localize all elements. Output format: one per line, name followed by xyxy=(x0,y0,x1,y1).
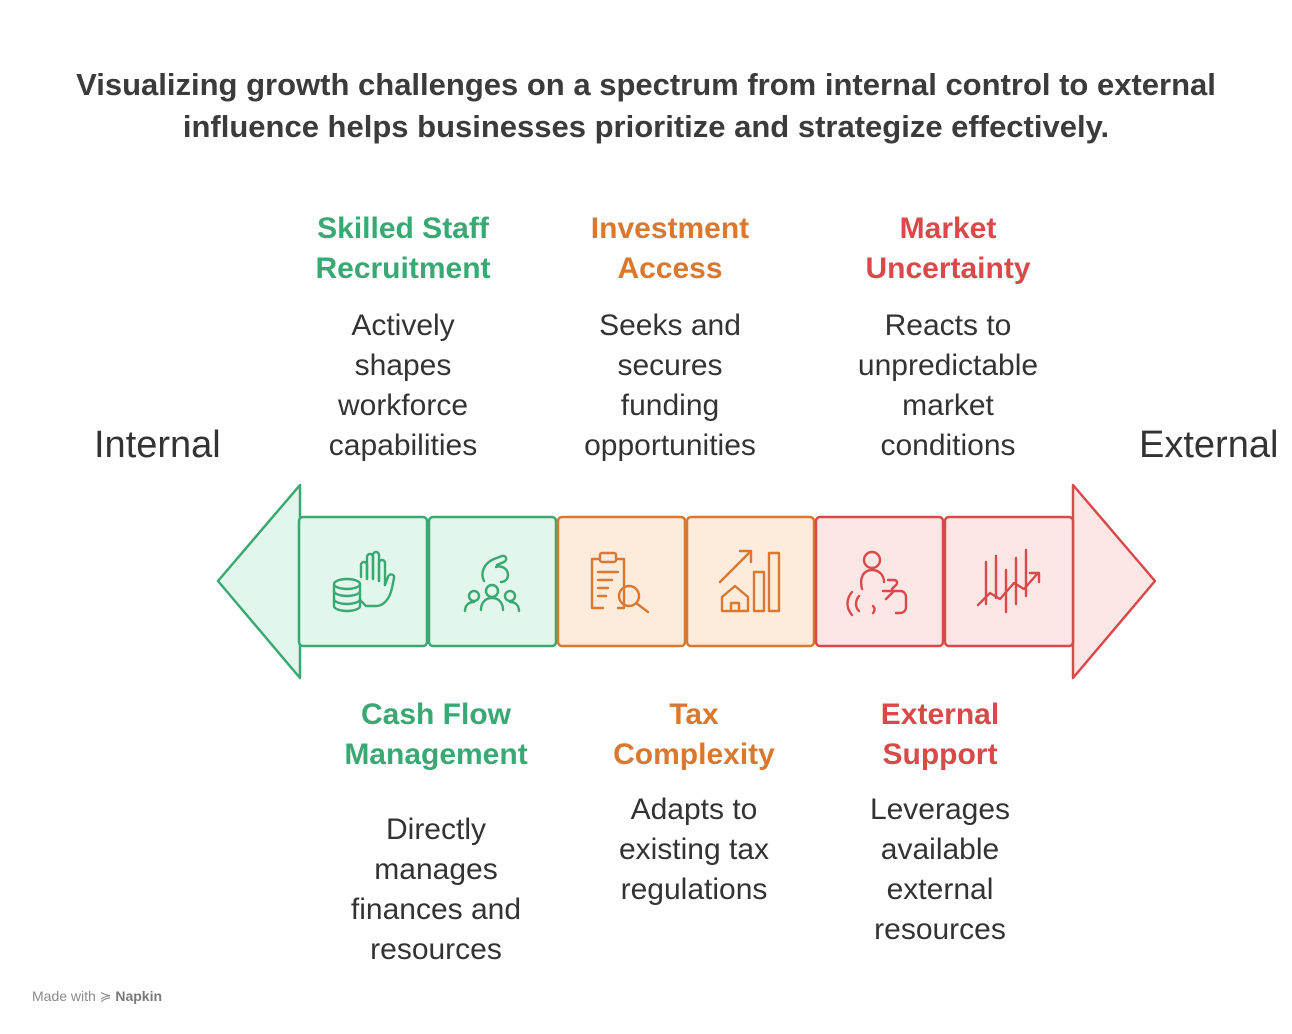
document-search-icon xyxy=(590,551,650,614)
heading-line: Investment xyxy=(590,212,750,245)
segment-5 xyxy=(814,515,945,648)
right-arrowhead xyxy=(1071,483,1157,680)
description-line: existing tax xyxy=(618,833,770,866)
title-line-2: influence helps businesses prioritize an… xyxy=(182,109,1110,144)
left-arrowhead xyxy=(216,483,302,680)
heading-line: Support xyxy=(882,738,998,771)
description-line: secures xyxy=(617,349,723,382)
item-external-support: External Support Leverages available ext… xyxy=(810,695,1070,950)
heading-line: Access xyxy=(617,252,723,285)
item-heading: Market Uncertainty xyxy=(818,209,1078,289)
segment-1 xyxy=(297,515,429,648)
item-tax-complexity: Tax Complexity Adapts to existing tax re… xyxy=(564,695,824,910)
heading-line: Cash Flow xyxy=(360,698,511,731)
coins-hand-icon xyxy=(332,550,396,613)
heading-line: Market xyxy=(899,212,997,245)
item-market-uncertainty: Market Uncertainty Reacts to unpredictab… xyxy=(818,209,1078,466)
volatile-chart-icon xyxy=(976,548,1041,614)
description-line: resources xyxy=(874,913,1006,946)
footer-credit: Made with ≽ Napkin xyxy=(32,988,162,1005)
item-description: Seeks and secures funding opportunities xyxy=(540,306,800,466)
item-description: Reacts to unpredictable market condition… xyxy=(818,306,1078,466)
footer-prefix: Made with xyxy=(32,988,96,1004)
description-line: Leverages xyxy=(869,793,1011,826)
axis-label-internal: Internal xyxy=(94,424,221,466)
heading-line: Uncertainty xyxy=(865,252,1031,285)
description-line: manages xyxy=(374,853,498,886)
description-line: Reacts to xyxy=(884,309,1012,342)
heading-line: External xyxy=(880,698,1000,731)
segment-3 xyxy=(556,515,687,648)
description-line: capabilities xyxy=(328,429,478,462)
heading-line: Recruitment xyxy=(315,252,491,285)
heading-line: Management xyxy=(344,738,528,771)
description-line: resources xyxy=(370,933,502,966)
page-title: Visualizing growth challenges on a spect… xyxy=(0,64,1292,148)
segment-6 xyxy=(943,515,1075,648)
item-skilled-staff: Skilled Staff Recruitment Actively shape… xyxy=(273,209,533,466)
description-line: market xyxy=(902,389,994,422)
item-description: Leverages available external resources xyxy=(810,790,1070,950)
description-line: Directly xyxy=(385,813,486,846)
item-investment-access: Investment Access Seeks and secures fund… xyxy=(540,209,800,466)
growth-chart-house-icon xyxy=(718,549,781,613)
item-heading: Skilled Staff Recruitment xyxy=(273,209,533,289)
heading-line: Complexity xyxy=(613,738,775,771)
item-description: Adapts to existing tax regulations xyxy=(564,790,824,910)
heading-line: Skilled Staff xyxy=(317,212,489,245)
description-line: Actively xyxy=(351,309,455,342)
description-line: opportunities xyxy=(584,429,756,462)
segment-2 xyxy=(427,515,558,648)
description-line: shapes xyxy=(354,349,452,382)
description-line: workforce xyxy=(337,389,469,422)
axis-label-external: External xyxy=(1139,424,1279,466)
description-line: Seeks and xyxy=(599,309,741,342)
segment-4 xyxy=(685,515,816,648)
description-line: funding xyxy=(620,389,720,422)
people-hand-icon xyxy=(463,554,521,613)
item-description: Actively shapes workforce capabilities xyxy=(273,306,533,466)
description-line: unpredictable xyxy=(857,349,1039,382)
description-line: regulations xyxy=(620,873,768,906)
description-line: external xyxy=(886,873,994,906)
item-heading: Cash Flow Management xyxy=(301,695,571,775)
footer-brand[interactable]: Napkin xyxy=(115,988,163,1004)
item-heading: External Support xyxy=(810,695,1070,775)
description-line: Adapts to xyxy=(630,793,758,826)
napkin-logo-icon: ≽ xyxy=(99,988,112,1004)
item-description: Directly manages finances and resources xyxy=(301,810,571,970)
item-cash-flow: Cash Flow Management Directly manages fi… xyxy=(301,695,571,970)
item-heading: Investment Access xyxy=(540,209,800,289)
title-line-1: Visualizing growth challenges on a spect… xyxy=(76,67,1216,102)
description-line: conditions xyxy=(880,429,1016,462)
item-heading: Tax Complexity xyxy=(564,695,824,775)
description-line: available xyxy=(880,833,1000,866)
person-signal-icon xyxy=(846,550,908,617)
heading-line: Tax xyxy=(669,698,719,731)
description-line: finances and xyxy=(350,893,522,926)
